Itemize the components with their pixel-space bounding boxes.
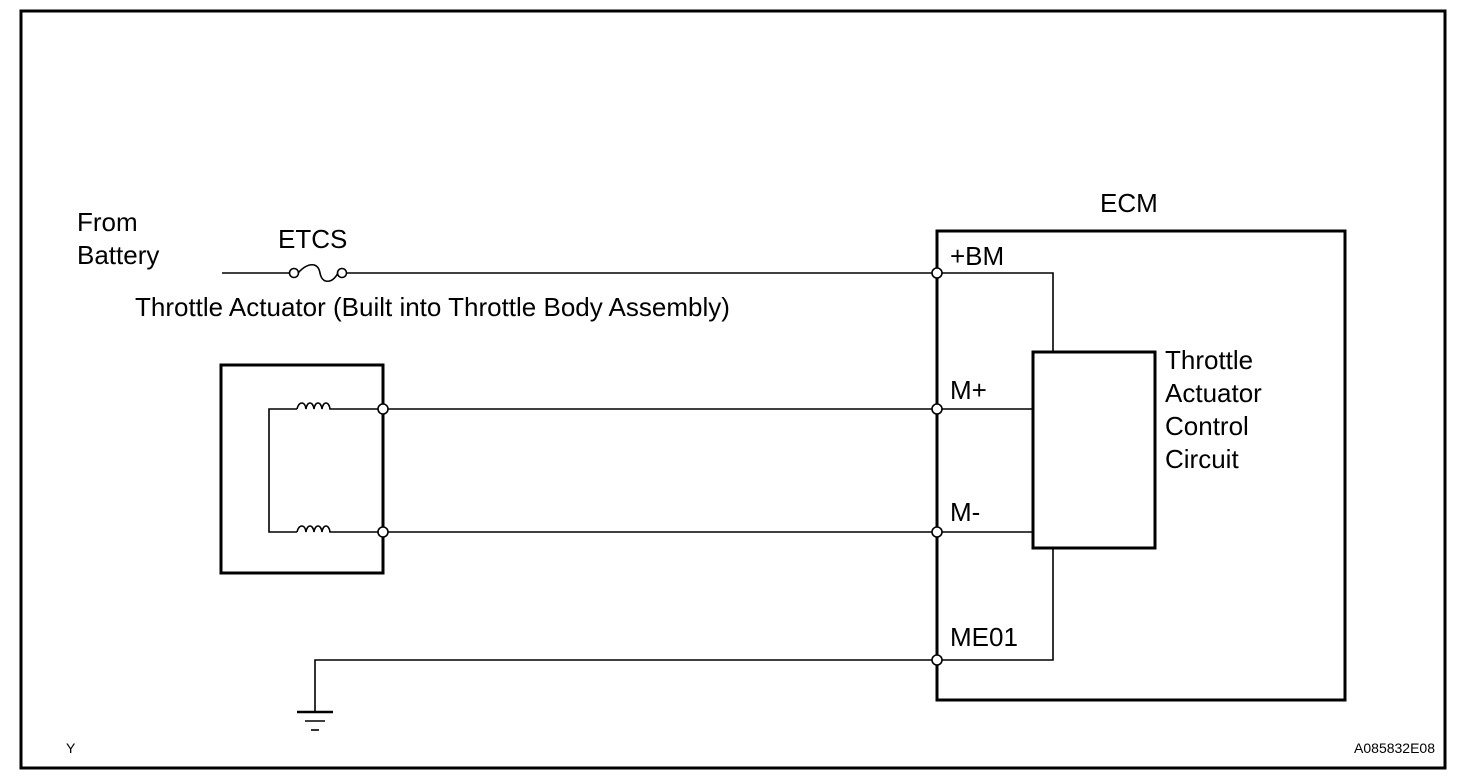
ecm-bm-internal-wire xyxy=(941,272,1054,352)
ecm-me01-internal-wire xyxy=(941,548,1054,661)
pin-m-minus-label: M- xyxy=(950,497,980,527)
coil-icon xyxy=(296,525,336,533)
pin-me01-label: ME01 xyxy=(950,622,1018,652)
pin-bm-label: +BM xyxy=(950,241,1004,271)
diagram-frame xyxy=(19,9,1447,770)
throttle-actuator-box xyxy=(219,363,385,575)
coil-icon xyxy=(296,402,336,410)
from-battery-label-line2: Battery xyxy=(77,240,159,270)
terminal-icon xyxy=(931,267,943,279)
control-circuit-box xyxy=(1031,350,1157,550)
terminal-icon xyxy=(931,526,943,538)
terminal-icon xyxy=(931,654,943,666)
ground-wire xyxy=(314,659,932,712)
pin-m-plus-label: M+ xyxy=(950,375,987,405)
terminal-icon xyxy=(377,526,389,538)
terminal-icon xyxy=(931,403,943,415)
figure-id: A085832E08 xyxy=(1354,740,1435,756)
fuse-icon xyxy=(288,263,348,283)
ground-icon xyxy=(297,710,333,731)
actuator-title: Throttle Actuator (Built into Throttle B… xyxy=(135,292,730,322)
control-circuit-label-line3: Control xyxy=(1165,411,1249,441)
fuse-label: ETCS xyxy=(278,224,347,254)
corner-code: Y xyxy=(66,740,76,756)
ecm-label: ECM xyxy=(1100,188,1158,218)
control-circuit-label-line1: Throttle xyxy=(1165,345,1253,375)
control-circuit-label-line4: Circuit xyxy=(1165,444,1239,474)
control-circuit-label-line2: Actuator xyxy=(1165,378,1262,408)
terminal-icon xyxy=(377,403,389,415)
actuator-internal-wire xyxy=(268,408,297,533)
ecm-box xyxy=(935,229,1347,702)
from-battery-label-line1: From xyxy=(77,207,138,237)
